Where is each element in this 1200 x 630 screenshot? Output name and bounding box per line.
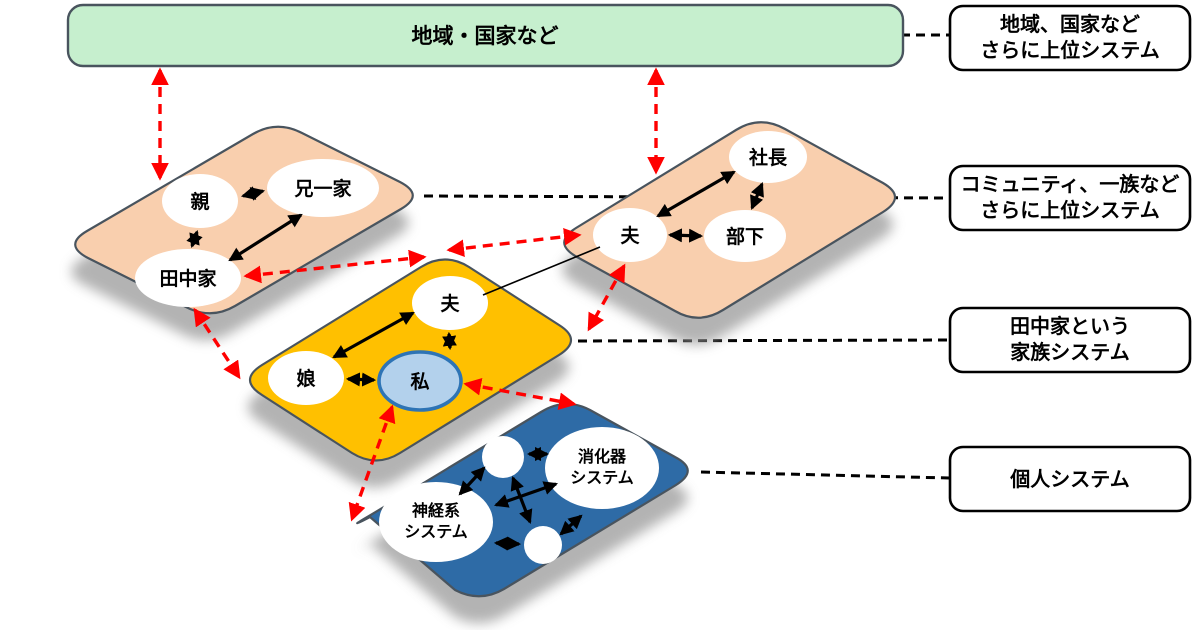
region-nation-label: 地域・国家など (412, 24, 559, 48)
node-organ-small-bottom (524, 526, 562, 564)
label-nervous-2: システム (404, 524, 468, 541)
callout-family-line2: 家族システム (1010, 340, 1129, 364)
callout-community-box (948, 164, 1192, 232)
arrow-husband-president (656, 170, 736, 218)
arrow-smallbottom-digestive (559, 514, 583, 536)
callout-regional: 地域、国家など さらに上位システム (948, 4, 1192, 72)
node-nervous-system (379, 482, 493, 562)
connector-family-label (577, 338, 950, 343)
callout-regional-line2: さらに上位システム (980, 38, 1159, 62)
node-digestive-system (545, 427, 659, 509)
arrow-me-husband (442, 331, 457, 351)
label-brother-family: 兄一家 (293, 177, 352, 200)
callout-community: コミュニティ、一族など さらに上位システム (948, 164, 1192, 232)
individual-plate-system: 消化器 システム 神経系 システム (356, 402, 689, 598)
label-husband-home: 夫 (440, 293, 460, 315)
node-daughter (268, 351, 344, 405)
label-tanaka-family: 田中家 (159, 267, 217, 290)
node-president (729, 131, 807, 183)
arrow-tanaka-brother (228, 213, 303, 262)
red-arrow-husbandwork-family (587, 263, 626, 332)
callout-individual-line1: 個人システム (1009, 468, 1129, 491)
label-digestive-1: 消化器 (578, 447, 627, 466)
callout-family-box (948, 306, 1192, 374)
label-daughter: 娘 (296, 367, 316, 390)
region-nation-box: 地域・国家など (66, 3, 905, 68)
node-husband-work (593, 208, 667, 262)
callout-family: 田中家という 家族システム (948, 306, 1192, 374)
red-arrow-me-individual-lower (348, 404, 396, 522)
left-community-system: 親 兄一家 田中家 (74, 125, 414, 315)
node-brother-family (267, 159, 379, 217)
region-nation-rect (66, 3, 905, 68)
arrow-parent-brother (240, 186, 266, 201)
label-parent: 親 (190, 190, 209, 213)
callout-community-line1: コミュニティ、一族など (961, 172, 1180, 196)
side-label-callouts: 地域、国家など さらに上位システム コミュニティ、一族など さらに上位システム … (948, 4, 1192, 513)
node-parent (162, 174, 238, 228)
label-digestive-2: システム (570, 470, 634, 487)
arrow-nervous-smalltop (458, 466, 486, 496)
callout-community-line2: さらに上位システム (980, 198, 1159, 222)
label-me: 私 (410, 371, 429, 393)
arrow-parent-tanaka (186, 230, 203, 248)
red-arrow-tanaka-family (243, 249, 427, 284)
node-husband-home (412, 276, 488, 330)
node-subordinate (704, 210, 786, 262)
arrow-nervous-smallbottom (493, 536, 522, 551)
label-husband-work: 夫 (620, 225, 640, 247)
system-interaction-arrows (151, 67, 665, 522)
callout-individual: 個人システム (948, 445, 1192, 513)
arrow-president-subordinate (750, 182, 764, 210)
red-arrow-leftcommunity-family (193, 307, 241, 380)
node-organ-small-top (482, 436, 524, 478)
arrow-husband-subordinate (667, 228, 704, 243)
red-arrow-me-individual-upper (463, 378, 577, 410)
callout-family-line1: 田中家という (1010, 314, 1130, 338)
label-subordinate: 部下 (726, 225, 764, 248)
arrow-daughter-husband (332, 311, 415, 359)
node-tanaka-family (135, 249, 241, 307)
callout-regional-line1: 地域、国家など (1000, 12, 1140, 36)
label-president: 社長 (748, 146, 788, 169)
connector-individual-label (700, 470, 950, 480)
arrow-smalltop-smallbottom (510, 476, 533, 524)
callout-individual-box (948, 445, 1192, 513)
arrow-daughter-me (345, 372, 377, 387)
right-community-system: 社長 夫 部下 (563, 121, 897, 319)
node-me (377, 350, 463, 412)
callout-regional-box (948, 4, 1192, 72)
label-nervous-1: 神経系 (412, 501, 460, 520)
red-arrow-family-husbandwork (446, 227, 582, 258)
